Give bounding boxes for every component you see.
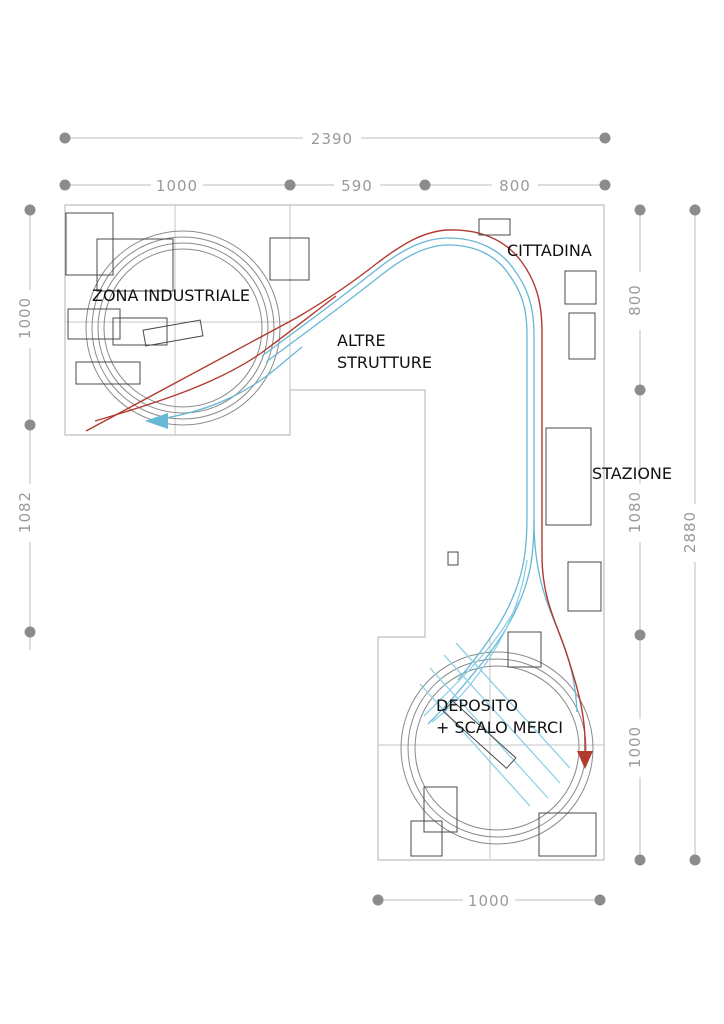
zone-labels: CITTADINA ZONA INDUSTRIALE ALTRE STRUTTU…	[92, 241, 672, 737]
depot-sidings	[419, 559, 571, 807]
dim-right-middle: 1080	[626, 491, 644, 533]
dim-top-seg3: 800	[499, 177, 531, 195]
building	[564, 270, 597, 305]
buildings	[65, 212, 602, 857]
dim-right-total: 2880	[681, 511, 699, 553]
dim-right-upper: 800	[626, 284, 644, 316]
dimension-label-masks	[21, 128, 704, 908]
building	[538, 812, 597, 857]
building	[269, 237, 310, 281]
building	[142, 319, 204, 347]
dim-left-lower: 1082	[16, 491, 34, 533]
label-stazione: STAZIONE	[592, 464, 672, 483]
label-altre-strutture-line2: STRUTTURE	[337, 353, 432, 372]
label-deposito-line2: + SCALO MERCI	[436, 718, 563, 737]
red-direction-arrow	[577, 751, 593, 769]
lower-loop-tracks	[400, 651, 594, 845]
upper-loop-tracks	[85, 230, 281, 426]
building	[478, 218, 511, 236]
building	[423, 786, 458, 833]
label-deposito-line1: DEPOSITO	[436, 696, 518, 715]
label-zona-industriale: ZONA INDUSTRIALE	[92, 286, 250, 305]
building	[447, 551, 459, 566]
station-platform	[545, 427, 592, 526]
red-main-line	[85, 229, 593, 769]
engine-shed	[442, 700, 517, 770]
dim-bottom: 1000	[468, 892, 510, 910]
building	[65, 212, 114, 276]
building	[567, 561, 602, 612]
building	[96, 238, 174, 292]
baseboard	[64, 204, 605, 861]
dimension-labels: 2390 1000 590 800 1000 1082 800 1080 100…	[16, 130, 699, 910]
building	[112, 317, 168, 346]
building	[507, 631, 542, 668]
dim-top-total: 2390	[311, 130, 353, 148]
building	[67, 308, 121, 340]
dimension-markers	[24, 132, 701, 906]
dim-right-lower: 1000	[626, 726, 644, 768]
dimension-lines	[29, 137, 696, 901]
dim-top-seg1: 1000	[156, 177, 198, 195]
label-altre-strutture-line1: ALTRE	[337, 331, 386, 350]
building	[75, 361, 141, 385]
blue-direction-arrow	[145, 413, 168, 429]
dim-top-seg2: 590	[341, 177, 373, 195]
building	[568, 312, 596, 360]
building	[410, 820, 443, 857]
dim-left-upper: 1000	[16, 297, 34, 339]
blue-main-line	[145, 237, 578, 725]
label-cittadina: CITTADINA	[507, 241, 592, 260]
